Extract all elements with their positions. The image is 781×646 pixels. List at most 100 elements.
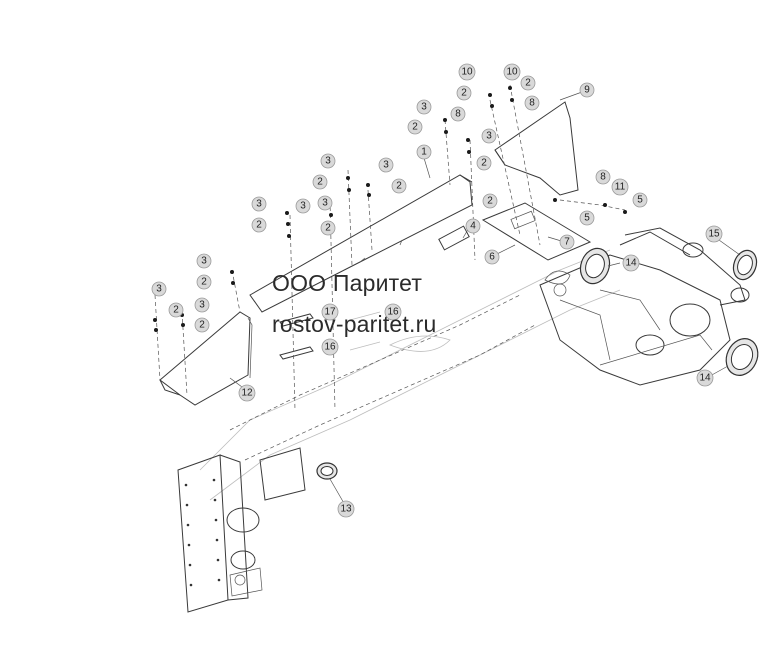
- gasket-14-upper: [579, 247, 611, 285]
- svg-text:2: 2: [173, 305, 179, 316]
- callout-2: 2: [251, 217, 267, 233]
- svg-text:7: 7: [564, 237, 570, 248]
- svg-text:15: 15: [708, 229, 720, 240]
- svg-text:3: 3: [486, 131, 492, 142]
- svg-text:10: 10: [461, 67, 473, 78]
- callout-5: 5: [632, 192, 648, 208]
- callout-2: 2: [476, 155, 492, 171]
- watermark-website: rostov-paritet.ru: [272, 311, 437, 337]
- svg-text:5: 5: [637, 195, 643, 206]
- svg-text:17: 17: [324, 307, 336, 318]
- svg-text:1: 1: [421, 147, 427, 158]
- svg-text:2: 2: [396, 181, 402, 192]
- callout-3: 3: [320, 153, 336, 169]
- svg-text:3: 3: [201, 256, 207, 267]
- bracket-9: [494, 101, 579, 196]
- callout-2: 2: [407, 119, 423, 135]
- rear-axle-housing: [539, 227, 750, 386]
- gasket-15: [732, 249, 758, 281]
- gasket-14-lower: [725, 338, 759, 376]
- callouts: 3 2 3 2 3 2 3 2 3 3 2 3 2 3 2 1 3 2 8 3 …: [151, 63, 723, 518]
- main-frame-beam: [199, 249, 621, 501]
- bolt-alignment-lines: [154, 84, 626, 411]
- svg-text:8: 8: [455, 109, 461, 120]
- svg-text:3: 3: [325, 156, 331, 167]
- callout-14: 14: [622, 254, 640, 272]
- svg-text:4: 4: [470, 221, 476, 232]
- svg-text:6: 6: [489, 252, 495, 263]
- svg-text:2: 2: [461, 88, 467, 99]
- svg-text:5: 5: [584, 213, 590, 224]
- svg-text:14: 14: [625, 258, 637, 269]
- leader-lines: [229, 91, 741, 506]
- callout-5: 5: [579, 210, 595, 226]
- svg-text:3: 3: [156, 284, 162, 295]
- svg-text:3: 3: [421, 102, 427, 113]
- svg-text:14: 14: [699, 373, 711, 384]
- front-mount-plate: [177, 447, 306, 613]
- svg-text:3: 3: [322, 198, 328, 209]
- cover-plate-1: [249, 174, 473, 313]
- svg-text:3: 3: [256, 199, 262, 210]
- callout-2: 2: [168, 302, 184, 318]
- svg-text:13: 13: [340, 504, 352, 515]
- svg-text:3: 3: [199, 300, 205, 311]
- callout-17: 17: [321, 303, 339, 321]
- svg-text:2: 2: [487, 196, 493, 207]
- callout-10: 10: [503, 63, 521, 81]
- svg-text:11: 11: [615, 182, 626, 193]
- callout-2: 2: [320, 220, 336, 236]
- callout-16: 16: [321, 338, 339, 356]
- svg-text:9: 9: [584, 85, 590, 96]
- svg-text:3: 3: [383, 160, 389, 171]
- callout-13: 13: [337, 500, 355, 518]
- callout-12: 12: [238, 384, 256, 402]
- svg-text:16: 16: [387, 307, 399, 318]
- callout-11: 11: [611, 178, 629, 196]
- callout-7: 7: [559, 234, 575, 250]
- callout-8: 8: [595, 169, 611, 185]
- svg-text:2: 2: [317, 177, 323, 188]
- callout-8: 8: [450, 106, 466, 122]
- callout-3: 3: [416, 99, 432, 115]
- callout-3: 3: [196, 253, 212, 269]
- callout-2: 2: [456, 85, 472, 101]
- svg-text:12: 12: [241, 388, 253, 399]
- svg-text:2: 2: [481, 158, 487, 169]
- svg-text:2: 2: [525, 78, 531, 89]
- callout-4: 4: [465, 218, 481, 234]
- callout-9: 9: [579, 82, 595, 98]
- callout-2: 2: [194, 317, 210, 333]
- callout-3: 3: [317, 195, 333, 211]
- callout-3: 3: [481, 128, 497, 144]
- svg-text:2: 2: [199, 320, 205, 331]
- svg-text:2: 2: [325, 223, 331, 234]
- callout-2: 2: [196, 274, 212, 290]
- callout-3: 3: [295, 198, 311, 214]
- svg-text:10: 10: [506, 67, 518, 78]
- callout-15: 15: [705, 225, 723, 243]
- callout-3: 3: [378, 157, 394, 173]
- callout-8: 8: [524, 95, 540, 111]
- svg-text:8: 8: [600, 172, 606, 183]
- strips-16: [279, 311, 381, 360]
- callout-2: 2: [482, 193, 498, 209]
- svg-text:8: 8: [529, 98, 535, 109]
- gasket-13: [316, 462, 338, 480]
- callout-1: 1: [416, 144, 432, 160]
- svg-text:2: 2: [256, 220, 262, 231]
- callout-6: 6: [484, 249, 500, 265]
- callout-14: 14: [696, 369, 714, 387]
- svg-text:16: 16: [324, 342, 336, 353]
- callout-2: 2: [312, 174, 328, 190]
- watermark-company: ООО Паритет: [272, 270, 423, 296]
- svg-text:3: 3: [300, 201, 306, 212]
- callout-3: 3: [194, 297, 210, 313]
- callout-3: 3: [151, 281, 167, 297]
- callout-3: 3: [251, 196, 267, 212]
- plate-6: [481, 202, 592, 261]
- svg-text:2: 2: [201, 277, 207, 288]
- callout-10: 10: [458, 63, 476, 81]
- svg-text:2: 2: [412, 122, 418, 133]
